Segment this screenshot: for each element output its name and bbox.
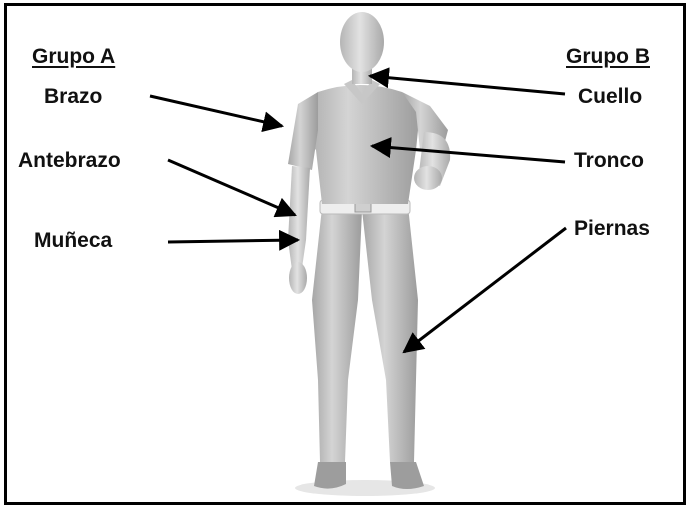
arrow-antebrazo [168, 160, 295, 215]
left-sleeve [288, 92, 318, 170]
right-hand [414, 166, 442, 190]
group-a-header: Grupo A [32, 46, 115, 67]
label-piernas: Piernas [574, 218, 650, 239]
arrow-muneca [168, 240, 298, 242]
right-shoe [390, 462, 424, 489]
right-leg [362, 206, 418, 462]
human-figure-icon [288, 12, 450, 496]
label-antebrazo: Antebrazo [18, 150, 121, 171]
head [340, 12, 384, 72]
arrow-piernas [404, 228, 566, 352]
group-b-header: Grupo B [566, 46, 650, 67]
label-cuello: Cuello [578, 86, 642, 107]
label-brazo: Brazo [44, 86, 102, 107]
label-tronco: Tronco [574, 150, 644, 171]
left-leg [312, 208, 362, 462]
label-muneca: Muñeca [34, 230, 112, 251]
left-shoe [314, 462, 346, 489]
arrow-brazo [150, 96, 282, 126]
left-forearm [288, 166, 310, 270]
left-hand [289, 262, 307, 294]
